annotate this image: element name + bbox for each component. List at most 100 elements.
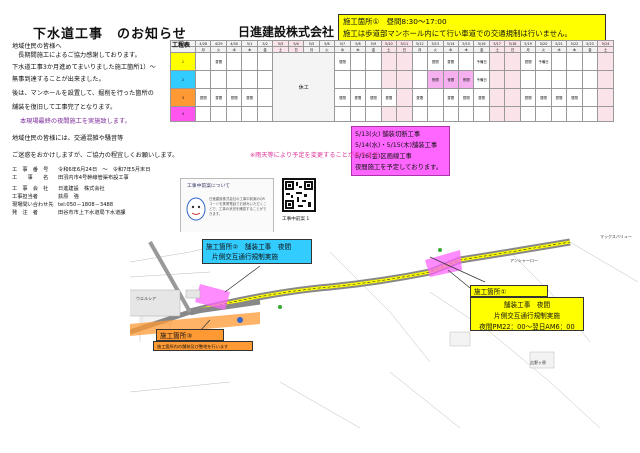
schedule-cell: 夜間 (442, 70, 459, 89)
night-work-line: 5/16(金)区画線工事 (355, 153, 412, 160)
qr-card-title: 工事中前案について (187, 184, 231, 189)
schedule-cell: 昼間 (566, 88, 583, 107)
info-key: 現場問い合わせ先 (12, 202, 54, 208)
schedule-cell: 昼間 (334, 88, 351, 107)
schedule-cell (597, 52, 614, 71)
mascot-icon (186, 197, 206, 221)
schedule-cell (566, 106, 583, 122)
schedule-cell (488, 52, 506, 71)
schedule-row-label: 4 (170, 106, 196, 122)
schedule-cell (396, 88, 413, 107)
schedule-cell (535, 106, 552, 122)
schedule-cell (256, 106, 274, 122)
svg-text:アンシャーロー: アンシャーロー (510, 258, 538, 263)
schedule-cell (504, 70, 521, 89)
outro-line-0: 地域住民の皆様には、交通混雑や騒音等 (12, 135, 124, 142)
svg-text:マックスバリュー: マックスバリュー (600, 233, 632, 239)
schedule-cell: 昼間 (210, 52, 227, 71)
schedule-cell (566, 70, 583, 89)
schedule-cell: 予備日 (473, 52, 490, 71)
info-key: 工 事 名 (12, 175, 49, 181)
info-row: 現場問い合わせ先 tel:050－1808－3488 (12, 202, 113, 210)
schedule-cell (256, 70, 274, 89)
schedule-cell: 昼間 (241, 88, 258, 107)
schedule-cell: 昼間 (411, 88, 429, 107)
schedule-cell: 昼間 (380, 88, 398, 107)
schedule-cell (581, 88, 599, 107)
schedule-cell (473, 106, 490, 122)
schedule-cell: 昼間 (519, 52, 537, 71)
schedule-cell (504, 52, 521, 71)
intro-line-0: 地域住民の皆様へ (12, 43, 62, 50)
schedule-cell: 予備日 (473, 70, 490, 89)
schedule-cell (256, 88, 274, 107)
schedule-cell (194, 52, 212, 71)
schedule-cell (365, 106, 382, 122)
schedule-cell (488, 106, 506, 122)
schedule-cell (241, 70, 258, 89)
schedule-row-label: 2 (170, 70, 196, 89)
qr-code-icon[interactable] (282, 178, 316, 212)
intro-line-3: 無事到達することが出来ました。 (12, 76, 105, 83)
schedule-cell (581, 106, 599, 122)
info-key: 工 事 番 号 (12, 167, 49, 173)
schedule-cell (442, 106, 459, 122)
info-value: 田羽内市4号幹線管渠布設工事 (58, 175, 129, 181)
svg-text:ウエルシア: ウエルシア (136, 295, 156, 301)
schedule-cell (581, 70, 599, 89)
intro-line-1: 長期間施工によるご協力感謝しております。 (12, 52, 141, 59)
schedule-cell (210, 106, 227, 122)
schedule-cell (334, 106, 351, 122)
schedule-cell (504, 88, 521, 107)
schedule-cell (349, 70, 367, 89)
qr-card-body: 日進建設株式会社の工事中前案のQRコードを携帯電話でお読みいただくことで、工事の… (209, 197, 267, 216)
schedule-cell (365, 70, 382, 89)
schedule-cell (365, 52, 382, 71)
schedule-title: 工程表 (172, 42, 191, 49)
info-key: 工事担当者 (12, 194, 38, 200)
intro-line-4: 後は、マンホールを設置して、掘削を行った箇所の (12, 90, 154, 97)
schedule-cell: 昼間 (349, 88, 367, 107)
outro-line-1: ご迷惑をおかけしますが、ご協力の程宜しくお願いします。 (12, 152, 179, 159)
info-value: tel:050－1808－3488 (58, 202, 114, 208)
schedule-cell (457, 52, 475, 71)
location-3-sub: 施工箇所内の舗装及び整地を行います (153, 341, 253, 351)
location-1-details: 舗装工事 夜間 片側交互通行規制実施 夜間PM22：00～翌日AM6：00 (470, 297, 584, 331)
location-1-line2: 片側交互通行規制実施 (494, 312, 560, 320)
night-work-line: 5/14(水)・5/15(木)舗装工事 (355, 142, 438, 149)
company-name: 日進建設株式会社 (238, 25, 335, 39)
schedule-cell: 昼間 (519, 88, 537, 107)
schedule-cell (241, 52, 258, 71)
schedule-cell: 昼間 (442, 88, 459, 107)
location-2-title: 施工箇所② 舗装工事 夜間 (206, 243, 292, 251)
qr-label: 工事中前案 1 (282, 217, 310, 222)
schedule-cell (535, 70, 552, 89)
location-1-line3: 夜間PM22：00～翌日AM6：00 (479, 323, 575, 331)
intro-line-5: 舗装を復旧して工事完了となります。 (12, 104, 117, 111)
night-work-line: 夜間施工を予定しております。 (355, 164, 443, 171)
info-row: 工 事 番 号 令和6年6月24日 ～ 令和7年5月末日 (12, 167, 150, 175)
schedule-cell (380, 52, 398, 71)
qr-info-card: 工事中前案について 日進建設株式会社の工事中前案のQRコードを携帯電話でお読みい… (180, 178, 274, 236)
schedule-cell (597, 70, 614, 89)
schedule-cell (194, 106, 212, 122)
schedule-row: 4 (170, 106, 614, 122)
daytime-notice-line2: 施工は歩道部マンホール内にて行い車道での交通規制は行いません。 (343, 29, 572, 38)
info-row: 工 事 会 社 日進建設 株式会社 (12, 186, 105, 194)
schedule-cell (581, 52, 599, 71)
schedule-cell (550, 70, 568, 89)
info-key: 発 注 者 (12, 210, 38, 216)
info-key: 工 事 会 社 (12, 186, 49, 192)
info-value: 令和6年6月24日 ～ 令和7年5月末日 (58, 167, 151, 173)
info-value: 日進建設 株式会社 (58, 186, 105, 192)
night-note: 本現場最終の夜間施工を実施致します。 (20, 118, 131, 125)
schedule-cell (550, 106, 568, 122)
schedule-cell (427, 106, 444, 122)
schedule-cell: 昼間 (457, 88, 475, 107)
schedule-cell (225, 106, 243, 122)
info-value: 荻原 強 (58, 194, 79, 200)
schedule-cell: 昼間 (427, 52, 444, 71)
